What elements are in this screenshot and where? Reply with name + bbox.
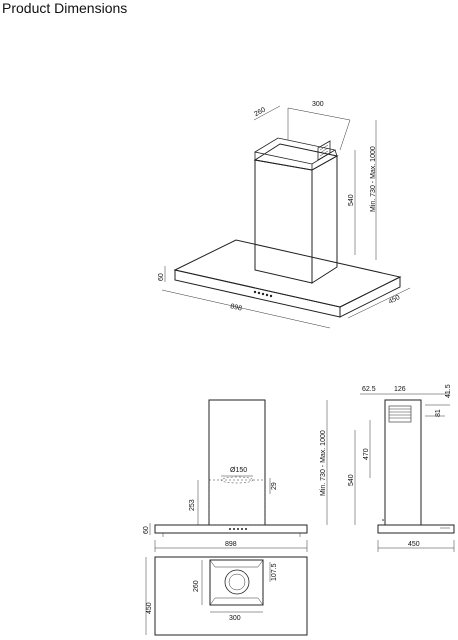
top-duct-circle (224, 569, 250, 595)
side-top-b: 126 (394, 386, 406, 393)
front-view: Ø150 29 253 60 898 (143, 399, 308, 552)
iso-canopy-width: 898 (230, 303, 243, 312)
front-canopy-height: 60 (143, 526, 150, 534)
top-chimney-depth: 260 (193, 580, 200, 592)
front-chimney (208, 399, 266, 526)
side-view: 62.5 126 41.5 81 Min. 730 - Max. 1000 47… (320, 384, 455, 552)
chimney-side-face (311, 155, 338, 284)
side-height: Min. 730 - Max. 1000 (320, 430, 327, 496)
side-right-a: 41.5 (445, 384, 452, 398)
side-right-b: 81 (435, 409, 442, 417)
side-chimney (384, 399, 422, 526)
front-vent-diameter: Ø150 (230, 467, 247, 474)
iso-canopy-height: 60 (158, 273, 165, 281)
front-control-buttons (229, 528, 247, 530)
vent-grille (317, 140, 331, 161)
iso-chimney-depth: 260 (253, 106, 267, 118)
top-view: 450 260 300 107.5 (145, 556, 308, 636)
top-canopy (154, 556, 308, 636)
iso-chimney-height: Min. 730 - Max. 1000 (370, 146, 377, 212)
top-chimney-width: 300 (229, 615, 241, 622)
front-bracket-height: 253 (189, 499, 196, 511)
isometric-view: 300 260 Min. 730 - Max. 1000 540 60 898 … (158, 101, 411, 329)
side-lower: 540 (348, 474, 355, 486)
side-depth: 450 (408, 541, 420, 548)
top-offset: 107.5 (271, 563, 278, 581)
side-top-a: 62.5 (362, 386, 376, 393)
front-width: 898 (225, 541, 237, 548)
side-upper: 470 (363, 448, 370, 460)
side-vent-grille (388, 405, 412, 423)
front-canopy (154, 524, 308, 534)
side-canopy (377, 524, 455, 534)
control-buttons (253, 290, 273, 298)
top-depth: 450 (146, 602, 153, 614)
front-offset-small: 29 (271, 482, 278, 490)
canopy-front-face (174, 269, 341, 318)
canopy-top-outline (173, 239, 402, 308)
iso-canopy-depth: 450 (388, 294, 402, 306)
iso-chimney-lower: 540 (348, 194, 355, 206)
chimney-front-face (254, 159, 313, 284)
page-title: Product Dimensions (2, 0, 128, 16)
canopy-right-face (339, 276, 401, 318)
iso-chimney-width: 300 (312, 101, 324, 108)
